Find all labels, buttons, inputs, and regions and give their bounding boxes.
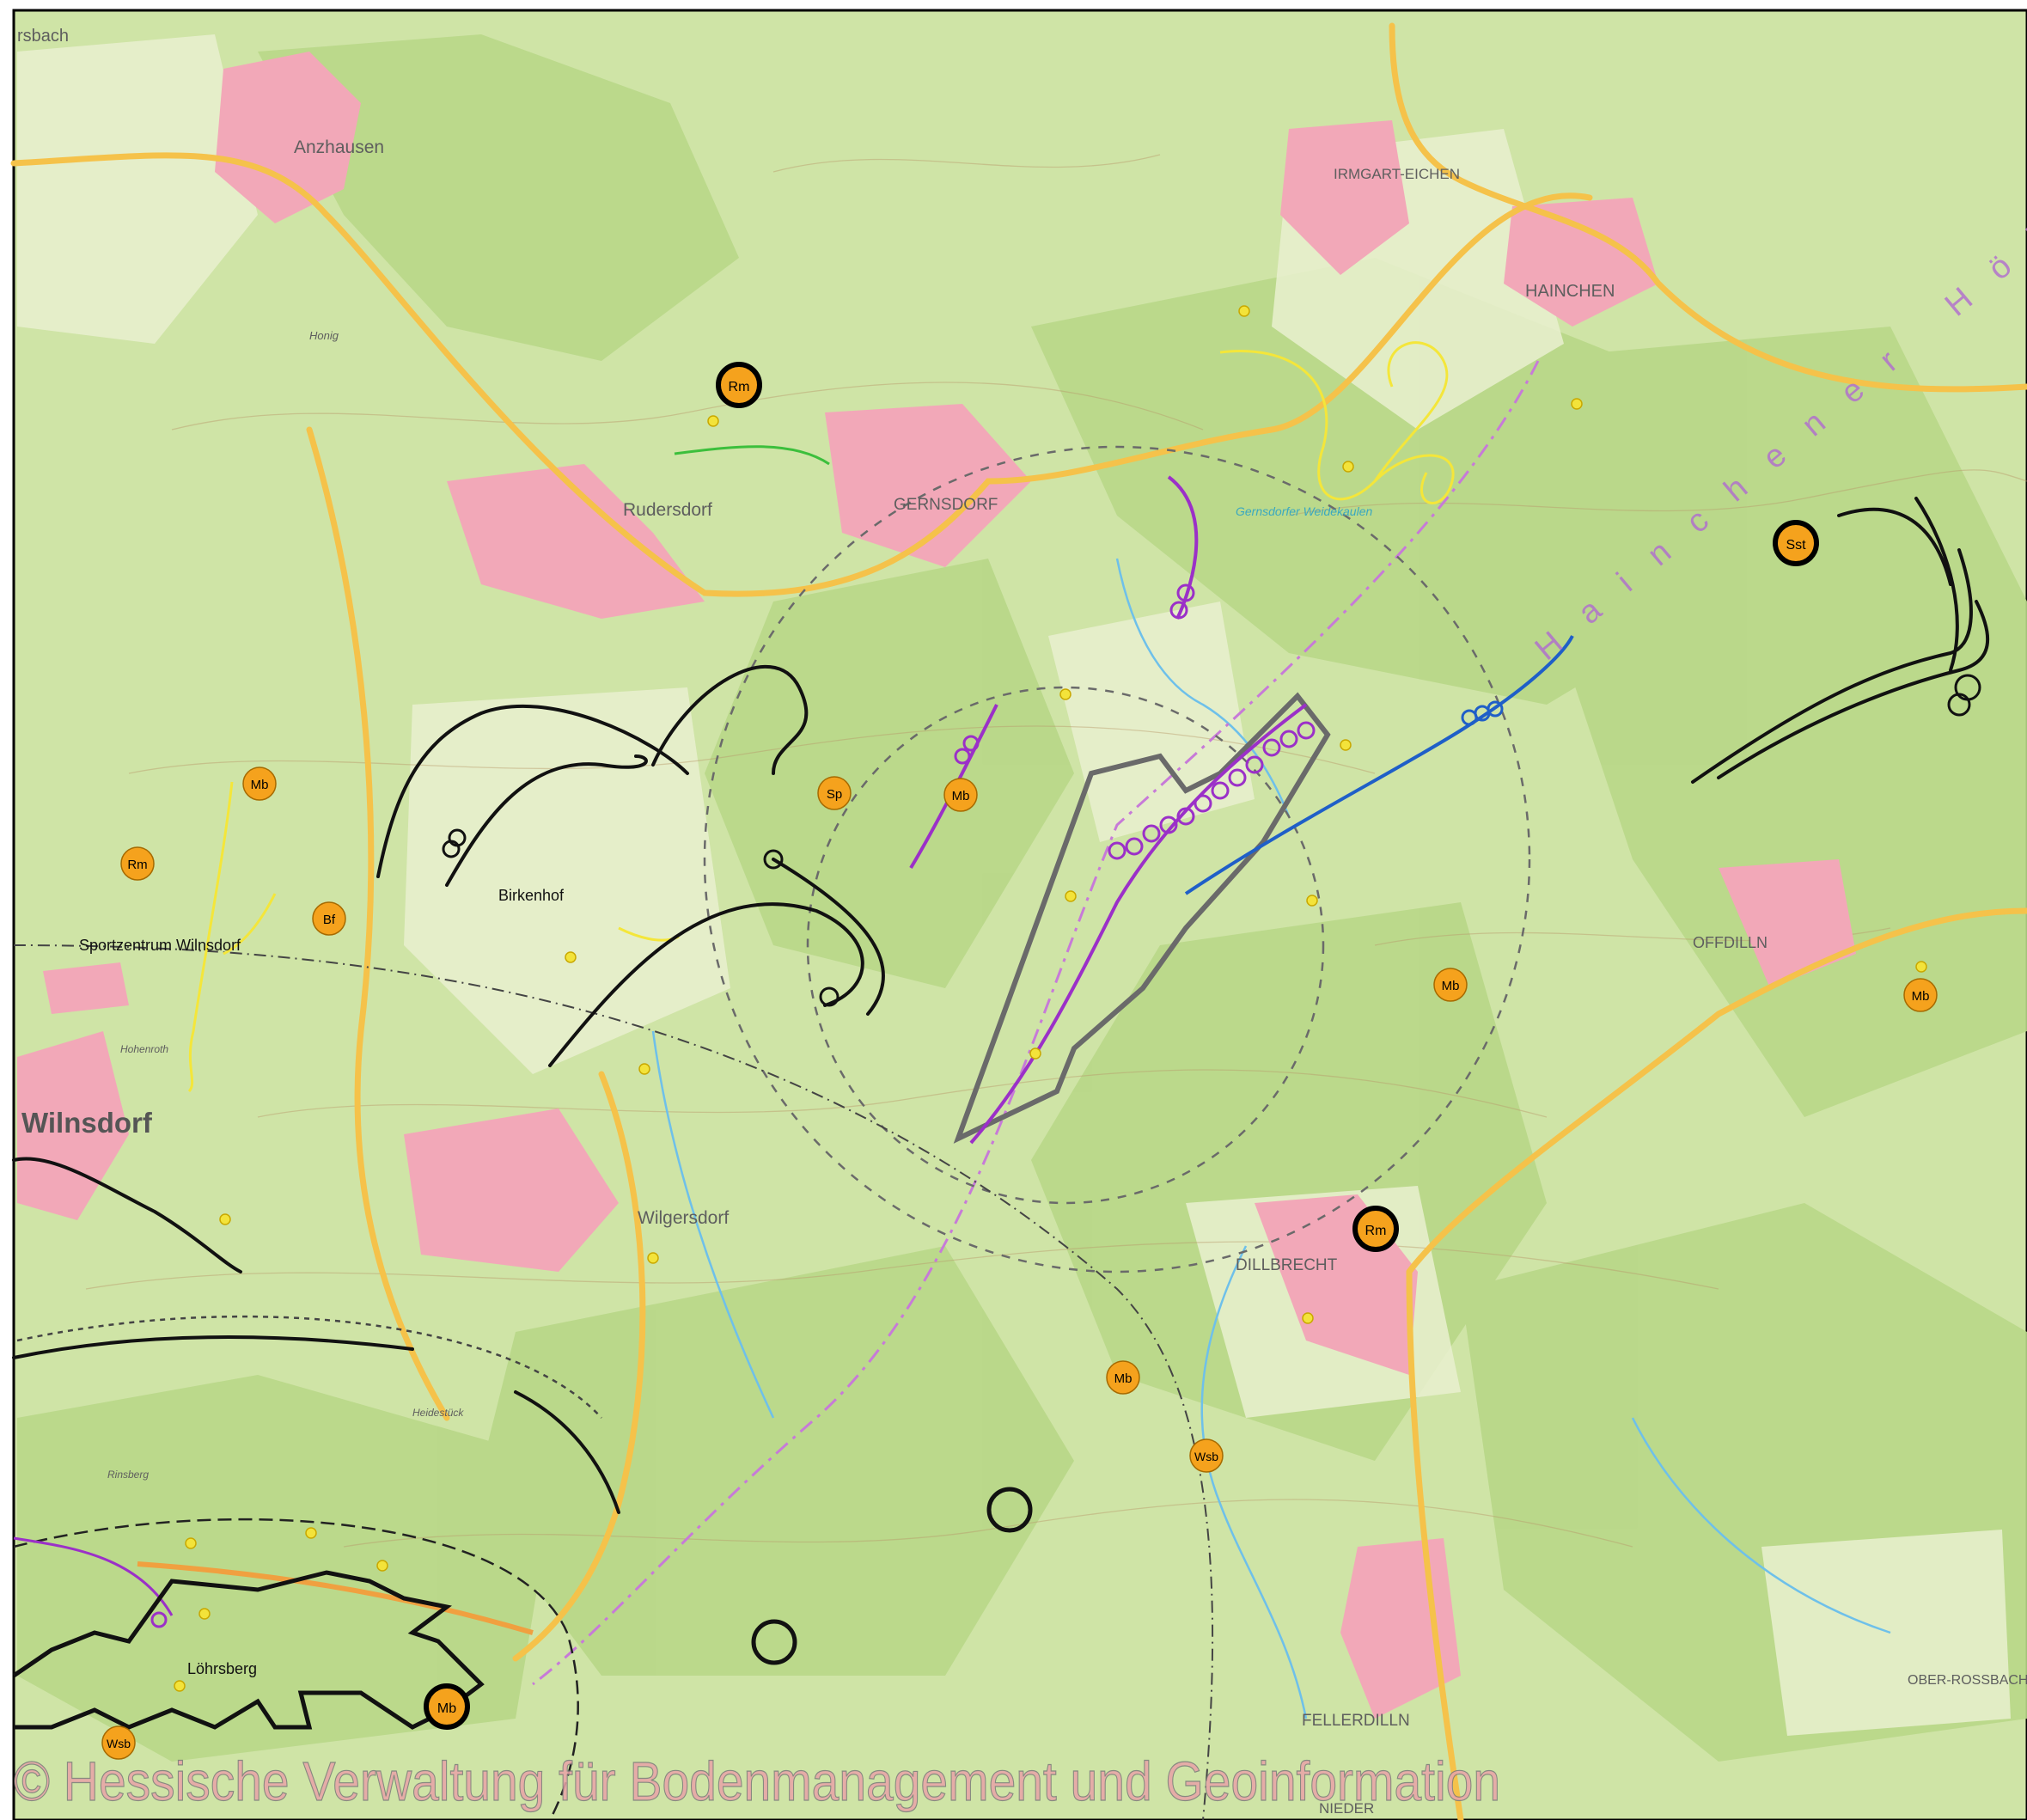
marker-8[interactable]: Mb xyxy=(1903,978,1938,1012)
settlement-hainchen xyxy=(1504,198,1658,327)
marker-1[interactable]: Sst xyxy=(1773,520,1819,566)
copyright-watermark: © Hessische Verwaltung für Bodenmanageme… xyxy=(14,1750,1500,1812)
marker-9[interactable]: Rm xyxy=(1352,1206,1399,1252)
settlement-rudersdorf xyxy=(447,464,705,619)
marker-5[interactable]: Sp xyxy=(817,776,852,810)
label-oberrossbach: OBER-ROSSBACH xyxy=(1908,1673,2027,1688)
marker-label: Rm xyxy=(1365,1224,1387,1238)
road-north xyxy=(10,152,1593,597)
marker-label: Wsb xyxy=(107,1737,131,1750)
dotted-arc-2 xyxy=(13,1518,579,1820)
marker-label: Sst xyxy=(1786,538,1806,553)
road-north-east xyxy=(1389,22,2027,393)
roads xyxy=(10,22,2027,1820)
label-rinsberg: Rinsberg xyxy=(107,1469,149,1481)
label-sportzentrum: Sportzentrum Wilnsdorf xyxy=(79,937,241,954)
label-honig: Honig xyxy=(309,329,339,342)
marker-label: Mb xyxy=(1442,979,1460,993)
marker-6[interactable]: Mb xyxy=(943,778,978,812)
purple-path xyxy=(969,703,1308,1145)
purple-loops xyxy=(150,583,1316,1628)
label-offdilln: OFFDILLN xyxy=(1693,934,1768,951)
label-anzhausen: Anzhausen xyxy=(294,137,384,157)
label-rudersdorf: Rudersdorf xyxy=(623,500,712,520)
marker-label: Rm xyxy=(729,380,750,394)
label-hohenroth: Hohenroth xyxy=(120,1043,168,1055)
blue-loops xyxy=(1461,700,1504,726)
purple-trail xyxy=(1167,475,1199,620)
marker-label: Sp xyxy=(827,787,842,802)
settlement-wilgersdorf xyxy=(404,1108,619,1272)
label-birkenhof: Birkenhof xyxy=(498,887,565,904)
marker-12[interactable]: Mb xyxy=(424,1683,470,1730)
marker-10[interactable]: Mb xyxy=(1106,1360,1140,1395)
marker-3[interactable]: Rm xyxy=(120,846,155,881)
marker-label: Mb xyxy=(952,789,970,803)
green-line xyxy=(674,445,830,466)
black-trails xyxy=(12,497,1989,1514)
label-fellerdilln: FELLERDILLN xyxy=(1302,1712,1410,1730)
label-topleft: rsbach xyxy=(17,27,69,46)
marker-11[interactable]: Wsb xyxy=(1189,1438,1224,1473)
label-gernsdorf: GERNSDORF xyxy=(894,496,998,514)
purple-lohrsberg xyxy=(13,1536,174,1616)
label-lohrsberg: Löhrsberg xyxy=(187,1660,257,1677)
label-wilnsdorf: Wilnsdorf xyxy=(21,1107,153,1139)
label-wilgersdorf: Wilgersdorf xyxy=(638,1208,729,1228)
marker-7[interactable]: Mb xyxy=(1433,968,1468,1002)
label-dillbrecht: DILLBRECHT xyxy=(1236,1256,1338,1274)
marker-label: Wsb xyxy=(1194,1450,1218,1463)
dashed-circles xyxy=(703,445,1531,1273)
marker-label: Bf xyxy=(323,913,336,927)
marker-0[interactable]: Rm xyxy=(716,362,762,408)
highway-orange xyxy=(137,1561,534,1635)
settlement-irmgarteichen xyxy=(1280,120,1409,275)
marker-label: Mb xyxy=(1114,1371,1133,1386)
settlement-gernsdorf xyxy=(825,404,1031,567)
yellow-points xyxy=(174,305,1927,1692)
marker-2[interactable]: Mb xyxy=(242,766,277,801)
label-heidestuck: Heidestück xyxy=(412,1407,464,1419)
marker-label: Mb xyxy=(251,778,269,792)
marker-13[interactable]: Wsb xyxy=(101,1725,136,1760)
label-nieder: NIEDER xyxy=(1319,1800,1374,1817)
settlement-wilnsdorf xyxy=(17,1031,129,1220)
label-gernsdorf: GERNSDORF xyxy=(894,496,998,514)
settlement-sportzentrum xyxy=(43,962,129,1014)
road-south xyxy=(512,1071,646,1662)
marker-label: Mb xyxy=(437,1701,456,1716)
label-weidekaulen: Gernsdorfer Weidekaulen xyxy=(1236,504,1372,518)
study-area-outline xyxy=(953,692,1331,1144)
road-west xyxy=(306,426,450,1421)
road-east xyxy=(1406,907,2027,1275)
lohrsberg-outline xyxy=(12,1570,485,1730)
settlement-anzhausen xyxy=(215,52,361,223)
black-loops xyxy=(442,674,1981,1007)
label-hainchen: HAINCHEN xyxy=(1525,282,1615,301)
marker-4[interactable]: Bf xyxy=(312,901,346,936)
empty-circles xyxy=(751,1487,1033,1665)
rivers xyxy=(651,558,1891,1719)
marker-label: Mb xyxy=(1912,989,1930,1004)
road-south-east xyxy=(1406,1268,1464,1820)
marker-label: Rm xyxy=(127,858,147,872)
forest-areas xyxy=(17,34,2027,1762)
blue-line xyxy=(1184,635,1574,895)
label-irmgarteichen: IRMGART-EICHEN xyxy=(1334,166,1460,182)
dotted-arc xyxy=(16,1315,602,1419)
yellow-trails xyxy=(187,341,1455,1093)
contour-lines xyxy=(85,154,2027,1548)
settlement-offdilln xyxy=(1719,859,1856,988)
